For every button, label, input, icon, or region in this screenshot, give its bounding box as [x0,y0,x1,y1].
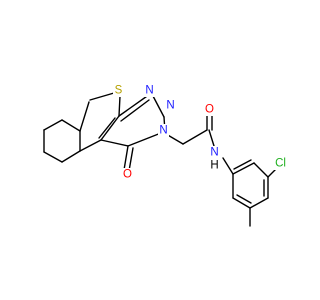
atom-amide-nitrogen: N [210,147,218,159]
atom-background [204,103,215,116]
molecule-structure: S N N N O O N H Cl [43,84,289,227]
molecule-canvas: S N N N O O N H Cl [43,84,289,227]
bond [127,132,162,147]
bond [123,145,129,171]
atom-background [165,99,176,112]
bond [100,115,120,141]
bond [89,92,115,101]
atom-ring-oxygen: O [123,169,132,181]
atom-nitrogen-1: N [145,85,153,97]
bond [233,159,252,170]
bond [128,147,134,172]
bond [100,139,129,147]
bond [118,95,121,117]
bond [208,129,215,147]
atom-chlorine: Cl [275,158,286,170]
bond [61,150,81,163]
atom-background [209,146,220,159]
bond [152,95,165,118]
atom-nitrogen-2: N [166,100,174,112]
bond [43,151,63,163]
bond [182,129,208,145]
atom-background [272,157,289,170]
atom-background [209,159,220,172]
bond [222,157,234,175]
atom-background [122,168,133,181]
bond [267,168,277,178]
bond [118,93,151,117]
bond [79,139,102,152]
atom-amide-oxygen: O [205,104,214,116]
bond [120,99,150,122]
bond [249,197,269,209]
bond [79,101,90,132]
bond [61,119,81,132]
atom-background [158,124,169,137]
bond [43,119,63,131]
bond [236,194,252,204]
bond [98,117,116,139]
atom-amide-hydrogen: H [210,160,218,172]
atom-nitrogen-3: N [159,125,167,137]
atom-background [113,84,124,97]
bond [232,197,251,209]
bond [232,162,255,175]
atom-background [144,84,155,97]
atom-sulfur: S [115,85,123,97]
bond [253,162,269,178]
